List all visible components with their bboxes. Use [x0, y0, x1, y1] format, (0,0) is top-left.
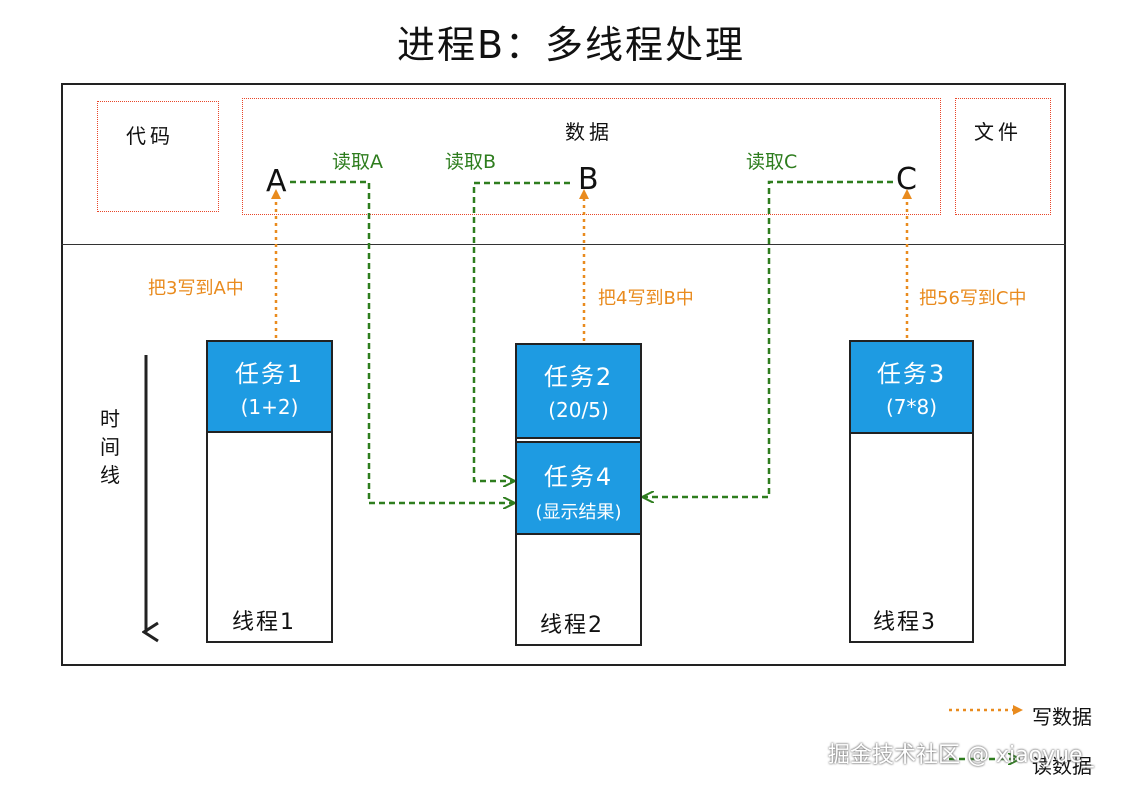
file-segment — [955, 98, 1051, 215]
data-segment — [242, 98, 941, 215]
task-name: 任务2 — [543, 363, 614, 391]
read-c-label: 读取C — [746, 151, 798, 173]
variable-b: B — [578, 162, 599, 197]
memory-divider — [61, 244, 1066, 245]
read-a-label: 读取A — [332, 151, 383, 173]
data-segment-label: 数据 — [565, 120, 613, 144]
thread-3-label: 线程3 — [873, 610, 937, 635]
write-c-label: 把56写到C中 — [919, 288, 1027, 309]
task-2-block: 任务2 (20/5) — [515, 343, 642, 439]
write-a-label: 把3写到A中 — [148, 278, 244, 299]
code-segment-label: 代码 — [126, 124, 174, 148]
read-arrow-c — [644, 180, 893, 497]
code-segment — [97, 101, 219, 212]
read-arrow-b — [472, 181, 570, 481]
read-arrow-a — [290, 180, 513, 503]
task-expression: (1+2) — [240, 395, 299, 419]
watermark: 掘金技术社区 @ xiaoyue_ — [828, 743, 1094, 768]
thread-1-label: 线程1 — [232, 610, 296, 635]
task-3-block: 任务3 (7*8) — [849, 340, 974, 434]
task-4-block: 任务4 (显示结果) — [515, 441, 642, 535]
task-name: 任务4 — [543, 463, 614, 491]
variable-c: C — [896, 162, 917, 197]
legend-read-label: 读数据 — [1032, 754, 1092, 778]
task-expression: (显示结果) — [535, 502, 622, 523]
timeline-label: 时 间 线 — [100, 407, 120, 487]
legend-write-label: 写数据 — [1032, 705, 1092, 729]
task-name: 任务1 — [234, 360, 305, 388]
read-b-label: 读取B — [445, 151, 497, 173]
diagram-title: 进程B：多线程处理 — [396, 23, 746, 67]
write-b-label: 把4写到B中 — [598, 288, 694, 309]
thread-2-label: 线程2 — [540, 613, 604, 638]
task-name: 任务3 — [876, 360, 947, 388]
process-box — [61, 83, 1066, 666]
task-1-block: 任务1 (1+2) — [206, 340, 333, 433]
task-expression: (7*8) — [885, 395, 938, 419]
file-segment-label: 文件 — [974, 120, 1022, 144]
task-expression: (20/5) — [548, 398, 609, 422]
